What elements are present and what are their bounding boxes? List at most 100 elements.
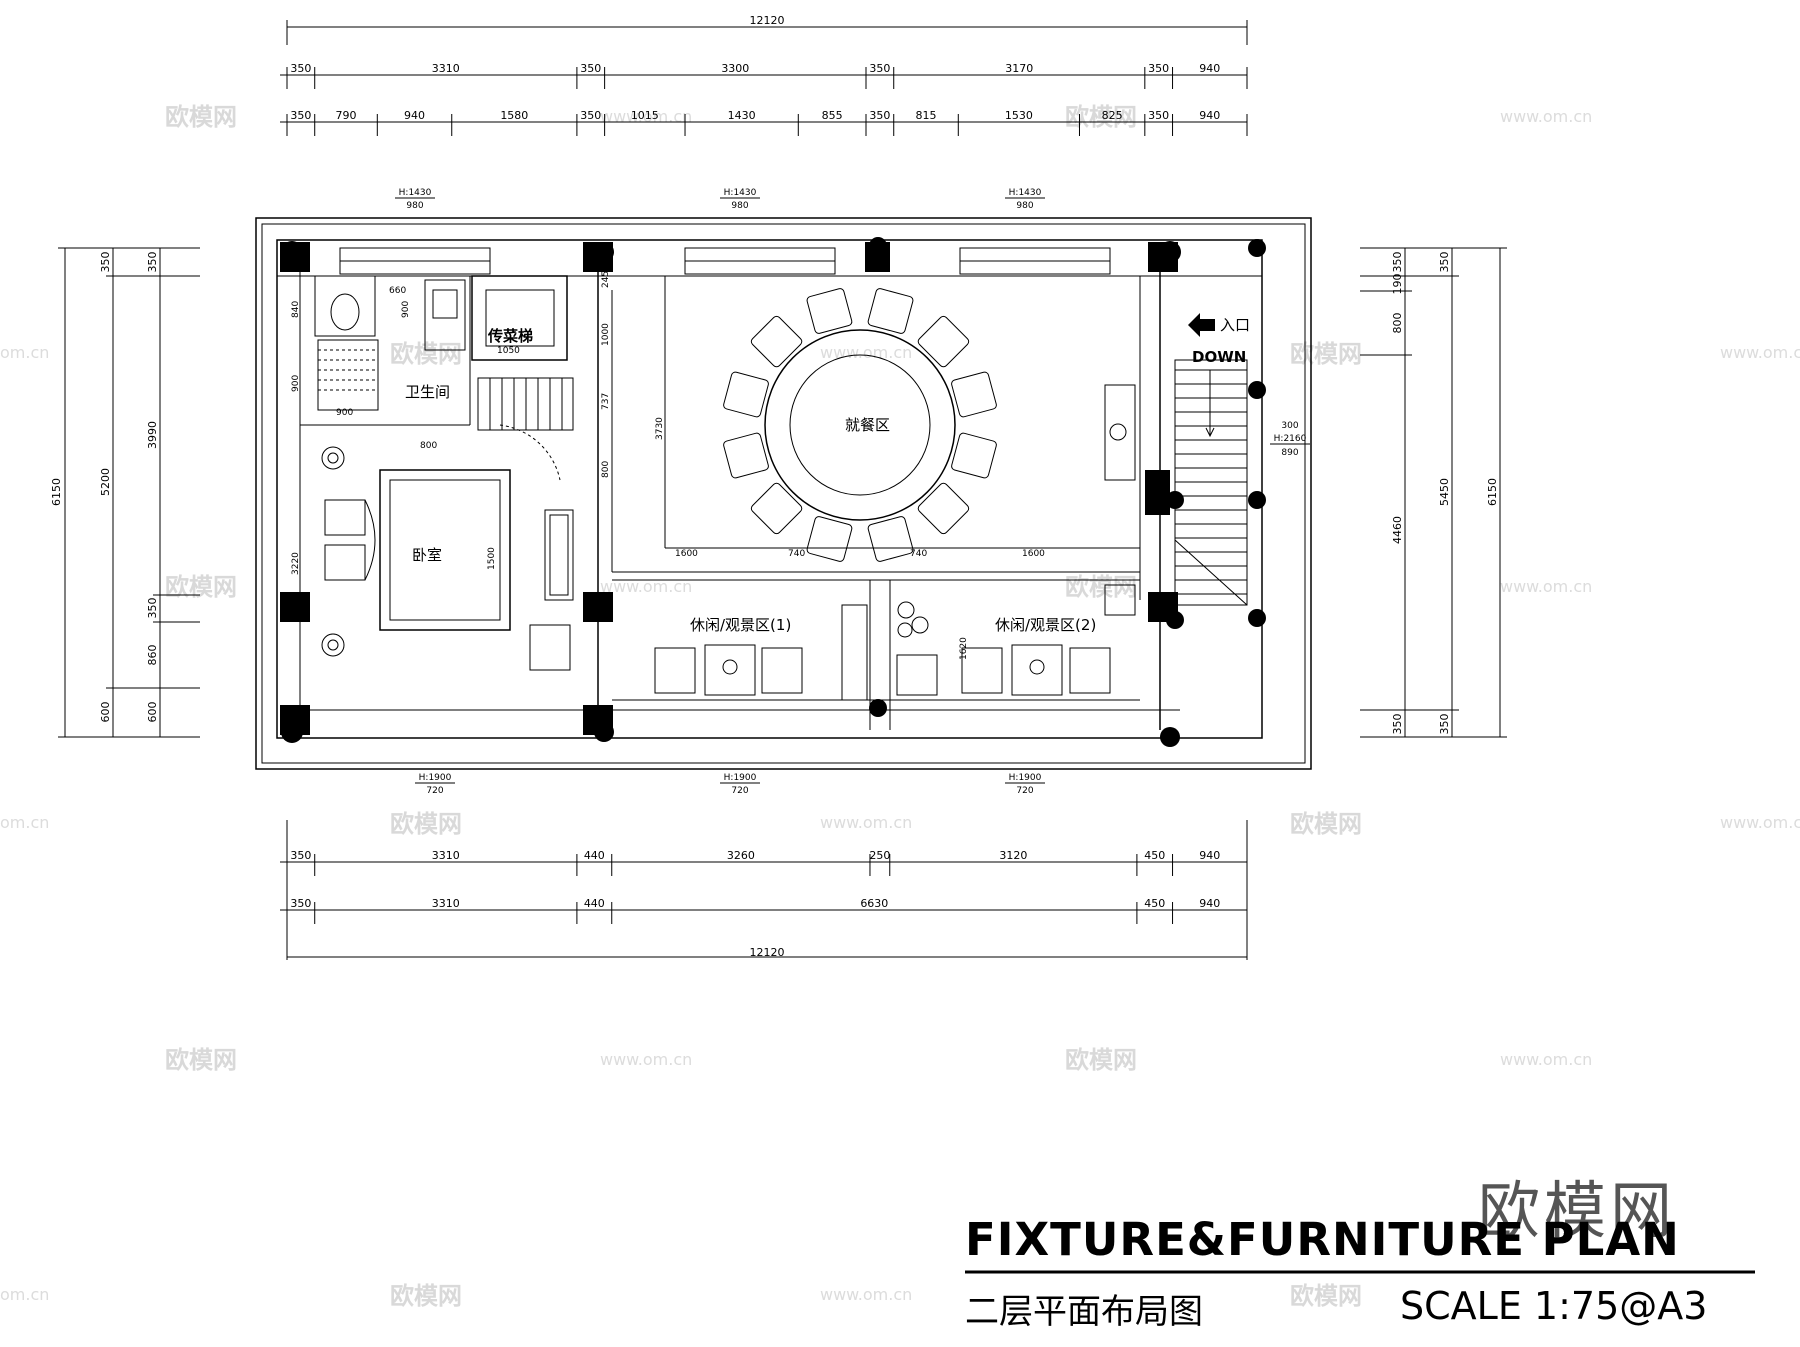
dining-chair: [750, 482, 803, 535]
window-tags-top: H:1430 980 H:1430 980 H:1430 980: [395, 188, 1045, 211]
dim-left-mid: 350: [99, 252, 112, 273]
room-bedroom: 卧室: [412, 546, 442, 564]
dim-737: 737: [601, 393, 611, 410]
top-dimensions: [280, 20, 1248, 136]
dim-900: 900: [336, 408, 353, 418]
watermark: www.om.cn: [1500, 577, 1592, 596]
dim-label: 940: [404, 109, 425, 122]
dim-740: 740: [788, 549, 805, 559]
dining-chair: [867, 516, 914, 562]
dim-label: 350: [869, 62, 890, 75]
window-height: H:1430: [724, 188, 757, 198]
watermark: www.om.cn: [820, 813, 912, 832]
room-bathroom: 卫生间: [405, 383, 450, 401]
top-windows: [339, 247, 1111, 275]
watermark: 欧模网: [390, 1282, 462, 1310]
dim-label: 350: [869, 109, 890, 122]
building-outline: [255, 217, 1312, 770]
window-width: 980: [406, 201, 423, 211]
lounge-2: [896, 584, 1136, 696]
dining-chair: [723, 371, 769, 418]
right-dimensions: [1360, 247, 1507, 738]
watermark: 欧模网: [1290, 810, 1362, 838]
dim-800: 800: [420, 441, 437, 451]
dim-label: 6630: [860, 897, 888, 910]
dim-right-mid: 350: [1438, 252, 1451, 273]
window-width: 720: [426, 786, 443, 796]
dim-label: 350: [290, 62, 311, 75]
dining-chair: [723, 432, 769, 479]
window-height: H:1430: [1009, 188, 1042, 198]
dim-label: 3260: [727, 849, 755, 862]
watermark: 欧模网: [1290, 340, 1362, 368]
serving-lift: [471, 275, 574, 431]
dim-900: 900: [291, 375, 301, 392]
dim-label: 350: [290, 897, 311, 910]
dim-right-inner: 350: [1391, 252, 1404, 273]
watermark: www.om.cn: [820, 343, 912, 362]
dim-label: 350: [290, 849, 311, 862]
dim-label: 1015: [631, 109, 659, 122]
dim-right-mid: 5450: [1438, 478, 1451, 506]
dim-1600: 1600: [675, 549, 698, 559]
dim-label: 3170: [1005, 62, 1033, 75]
watermark: 欧模网: [165, 1046, 237, 1074]
dim-660: 660: [389, 286, 406, 296]
window-height: H:1900: [419, 773, 452, 783]
dining-chair: [917, 315, 970, 368]
dim-left-inner: 350: [146, 598, 159, 619]
dim-total-bottom: 12120: [750, 946, 785, 959]
watermark: www.om.cn: [1500, 1050, 1592, 1069]
bedroom-area: [321, 424, 574, 671]
room-lounge-1: 休闲/观景区(1): [690, 616, 791, 634]
dim-label: 940: [1199, 62, 1220, 75]
dim-label: 790: [336, 109, 357, 122]
room-serving-lift: 传菜梯: [487, 327, 533, 345]
dim-label: 450: [1144, 849, 1165, 862]
dim-1620: 1620: [959, 637, 969, 660]
window-top: 300: [1281, 421, 1298, 431]
watermark: www.om.cn: [600, 577, 692, 596]
plan-subtitle: 二层平面布局图: [965, 1292, 1203, 1332]
dim-label: 440: [584, 897, 605, 910]
window-height: H:1900: [1009, 773, 1042, 783]
watermark: om.cn: [0, 343, 49, 362]
dim-label: 940: [1199, 109, 1220, 122]
watermark: 欧模网: [390, 340, 462, 368]
watermark: om.cn: [0, 813, 49, 832]
window-width: 980: [731, 201, 748, 211]
dim-1500: 1500: [487, 547, 497, 570]
dim-label: 350: [1148, 62, 1169, 75]
watermark: 欧模网: [1065, 103, 1137, 131]
dim-label: 1530: [1005, 109, 1033, 122]
bathroom-area: [300, 275, 471, 426]
window-width: 980: [1016, 201, 1033, 211]
dim-left-inner: 600: [146, 702, 159, 723]
watermark: www.om.cn: [1720, 343, 1800, 362]
dim-total-top: 12120: [750, 14, 785, 27]
watermark: 欧模网: [1290, 1282, 1362, 1310]
dining-chair: [917, 482, 970, 535]
window-tags-bottom: H:1900 720 H:1900 720 H:1900 720: [415, 773, 1045, 796]
brand-watermark: 欧模网: [1478, 1174, 1677, 1247]
dim-left-mid: 600: [99, 702, 112, 723]
watermark: 欧模网: [165, 573, 237, 601]
dim-label: 940: [1199, 897, 1220, 910]
dim-3730: 3730: [655, 417, 665, 440]
dim-left-mid: 5200: [99, 468, 112, 496]
dim-right-inner: 190: [1391, 274, 1404, 295]
dim-right-inner: 350: [1391, 714, 1404, 735]
window-tag-side: 300 H:2160 890: [1270, 421, 1310, 458]
watermark: www.om.cn: [1500, 107, 1592, 126]
watermark: om.cn: [0, 1285, 49, 1304]
dim-label: 450: [1144, 897, 1165, 910]
dim-1000: 1000: [601, 323, 611, 346]
dim-1050: 1050: [497, 346, 520, 356]
dim-right-mid: 350: [1438, 714, 1451, 735]
plan-scale: SCALE 1:75@A3: [1400, 1284, 1708, 1328]
dim-left-outer: 6150: [50, 478, 63, 506]
dim-label: 940: [1199, 849, 1220, 862]
